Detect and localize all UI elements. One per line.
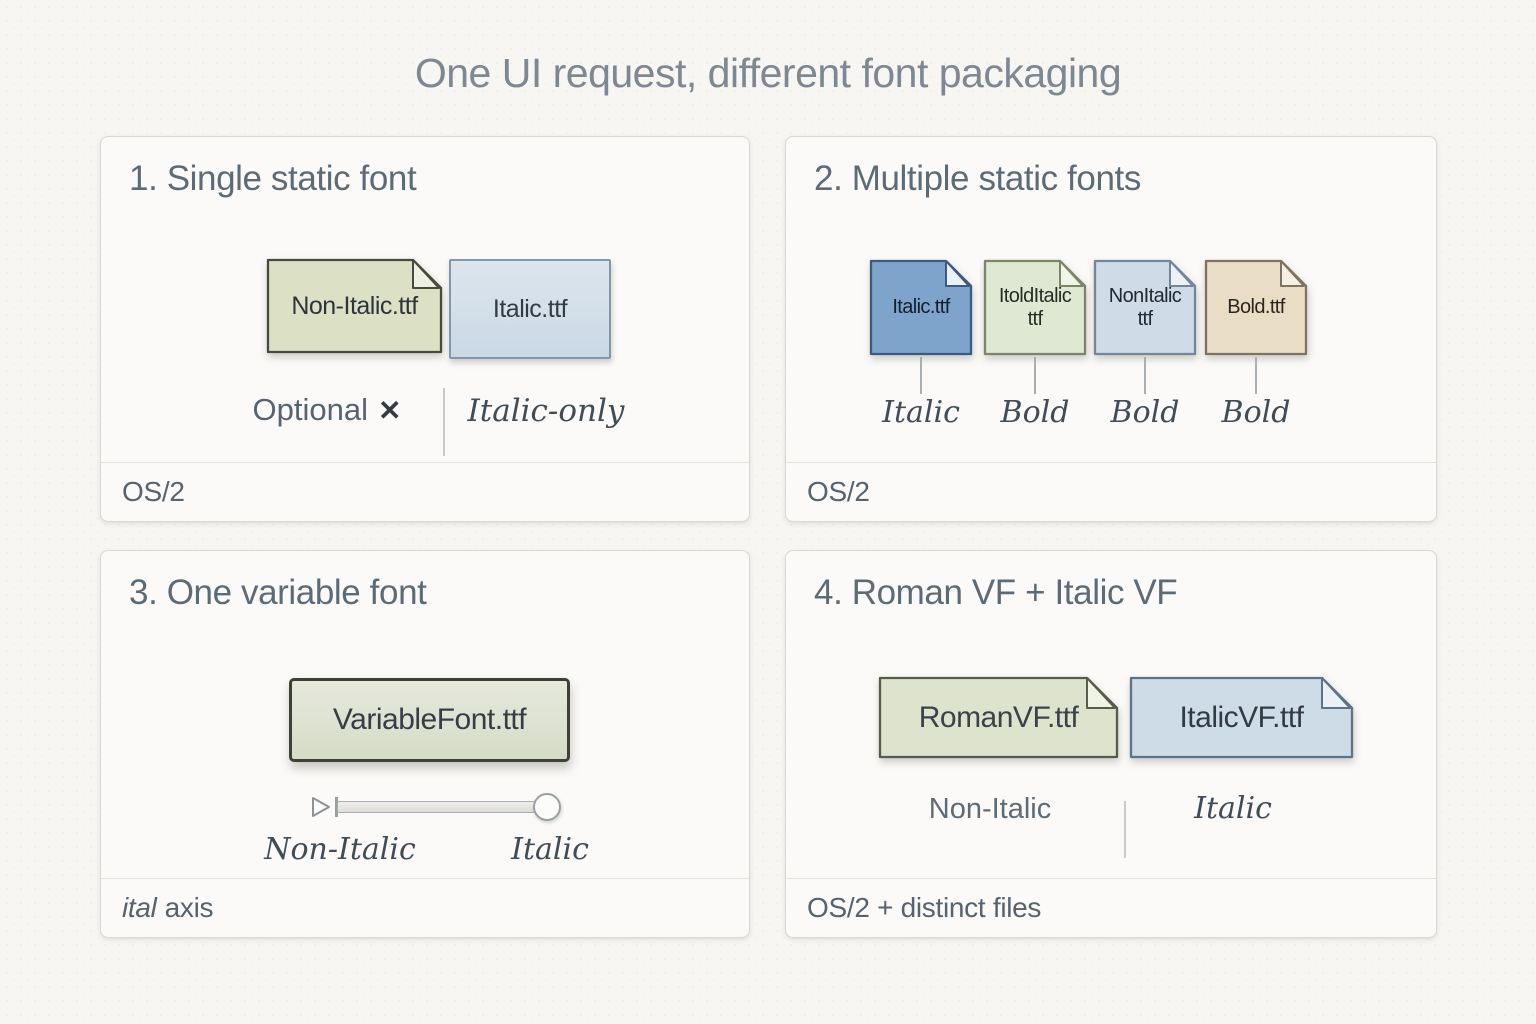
label-non-italic: Non-Italic xyxy=(928,793,1052,825)
file-name: ItalicVF.ttf xyxy=(1179,700,1304,734)
file-icon xyxy=(1093,259,1197,356)
panel3-footer: ital axis xyxy=(101,878,749,937)
page-title: One UI request, different font packaging xyxy=(414,50,1122,96)
file-itolditalic-ttf: ItoldItalic ttf xyxy=(983,259,1087,356)
file-variablefont-ttf: VariableFont.ttf xyxy=(289,678,570,762)
annotation-optional: Optional ✕ xyxy=(253,392,402,428)
file-icon xyxy=(878,676,1119,759)
file-bold-ttf: Bold.ttf xyxy=(1204,259,1308,356)
file-icon xyxy=(869,259,973,356)
footer-text: axis xyxy=(164,892,214,923)
panel-single-static-font: 1. Single static font Non-Italic.ttf Ita… xyxy=(100,136,750,522)
panel2-heading: 2. Multiple static fonts xyxy=(814,159,1141,198)
file-icon xyxy=(1204,259,1308,356)
label-italic: Italic xyxy=(1194,791,1272,826)
connector-line xyxy=(1255,357,1257,394)
footer-text: OS/2 xyxy=(122,476,185,507)
file-italicvf-ttf: ItalicVF.ttf xyxy=(1129,676,1354,759)
ital-axis-slider-knob xyxy=(533,793,561,821)
panel-one-variable-font: 3. One variable font VariableFont.ttf No… xyxy=(100,550,750,938)
panel1-heading: 1. Single static font xyxy=(129,159,417,198)
style-tag-bold: Bold xyxy=(1000,395,1070,430)
annotation-optional-label: Optional xyxy=(252,392,368,427)
connector-line xyxy=(920,357,922,394)
file-name: Non-Italic.ttf xyxy=(291,292,418,320)
panel-roman-vf-italic-vf: 4. Roman VF + Italic VF RomanVF.ttf Ital… xyxy=(785,550,1437,938)
file-romanvf-ttf: RomanVF.ttf xyxy=(878,676,1119,759)
style-tag-bold: Bold xyxy=(1110,395,1180,430)
file-name: ItoldItalic ttf xyxy=(998,285,1072,330)
panel4-footer: OS/2 + distinct files xyxy=(786,878,1436,937)
style-tag-bold: Bold xyxy=(1221,395,1291,430)
file-italic-ttf: Italic.ttf xyxy=(869,259,973,356)
file-name: RomanVF.ttf xyxy=(918,700,1079,734)
play-triangle-icon xyxy=(312,797,330,817)
file-non-italic-ttf: Non-Italic.ttf xyxy=(266,258,443,354)
file-icon xyxy=(1129,676,1354,759)
file-name: NonItalic ttf xyxy=(1108,285,1182,330)
file-icon xyxy=(983,259,1087,356)
connector-line xyxy=(1144,357,1146,394)
file-name: Bold.ttf xyxy=(1227,296,1285,319)
panel1-footer: OS/2 xyxy=(101,462,749,521)
file-name: VariableFont.ttf xyxy=(332,703,527,736)
label-divider xyxy=(1124,801,1126,858)
slider-label-non-italic: Non-Italic xyxy=(264,832,416,867)
slider-start-tick xyxy=(335,797,338,817)
file-name: Italic.ttf xyxy=(492,294,568,323)
file-italic-ttf: Italic.ttf xyxy=(449,259,611,359)
footer-text: OS/2 + distinct files xyxy=(807,892,1042,923)
panel4-heading: 4. Roman VF + Italic VF xyxy=(814,573,1178,612)
ital-axis-slider-track xyxy=(337,801,547,813)
panel-multiple-static-fonts: 2. Multiple static fonts Italic.ttf Itol… xyxy=(785,136,1437,522)
footer-text: OS/2 xyxy=(807,476,870,507)
file-icon xyxy=(266,258,443,354)
slider-label-italic: Italic xyxy=(511,832,589,867)
file-nonitalic-ttf: NonItalic ttf xyxy=(1093,259,1197,356)
panel3-heading: 3. One variable font xyxy=(129,573,427,612)
annotation-divider xyxy=(443,388,445,456)
connector-line xyxy=(1034,357,1036,394)
style-tag-italic: Italic xyxy=(882,395,960,430)
footer-axis-tag: ital xyxy=(122,892,157,923)
file-name: Italic.ttf xyxy=(892,296,950,319)
panel2-footer: OS/2 xyxy=(786,462,1436,521)
x-icon: ✕ xyxy=(378,394,402,426)
annotation-italic-only: Italic-only xyxy=(467,393,625,429)
